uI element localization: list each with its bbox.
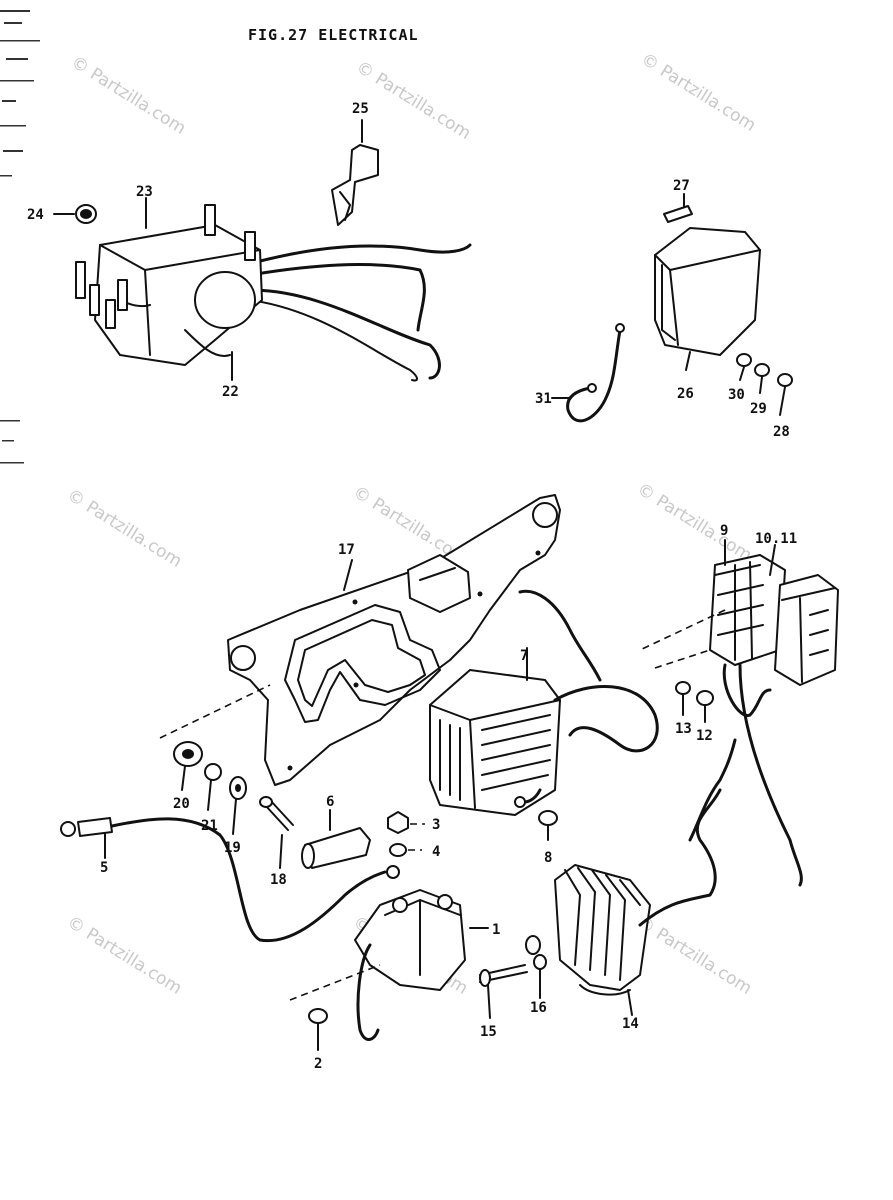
alignment-lines [159,609,726,1001]
parts-15-16-bolt [479,935,547,1019]
parts-3-4-nuts [387,811,425,857]
callout-10-11: 10.11 [755,531,797,547]
diagram-title: FIG.27 ELECTRICAL [248,26,419,44]
watermark: © Partzilla.com [67,52,189,138]
callout-24: 24 [27,207,44,223]
callout-26: 26 [677,386,694,402]
callout-20: 20 [173,796,190,812]
parts-28-30-fasteners [736,353,793,416]
part-6-boot [301,809,371,869]
callout-31: 31 [535,391,552,407]
callout-22: 22 [222,384,239,400]
part-8-screw [538,810,558,841]
callout-27: 27 [673,178,690,194]
part-24-cap [53,204,97,224]
part-7-regulator [429,647,659,816]
watermark: © Partzilla.com [352,57,474,143]
watermarks: © Partzilla.com © Partzilla.com © Partzi… [63,49,759,998]
callout-19: 19 [224,840,241,856]
part-17-mounting-plate [227,494,561,786]
parts-9-10-fuse-boxes [709,539,839,887]
callout-16: 16 [530,1000,547,1016]
watermark: © Partzilla.com [633,479,755,565]
callout-28: 28 [773,424,790,440]
scan-noise [0,10,40,464]
part-27-fuse [663,193,693,223]
ignition-coil-assembly [75,197,472,382]
callout-15: 15 [480,1024,497,1040]
part-31-lead-wire [551,323,625,423]
callout-7: 7 [520,648,528,664]
watermark: © Partzilla.com [637,49,759,135]
part-2-screw [308,1008,328,1051]
callout-1: 1 [492,922,500,938]
callout-13: 13 [675,721,692,737]
callout-3: 3 [432,817,440,833]
watermark: © Partzilla.com [63,485,185,571]
part-25-bracket [331,119,379,226]
parts-19-21-grommet [173,741,247,835]
callout-29: 29 [750,401,767,417]
part-18-bolt [259,796,294,869]
watermark: © Partzilla.com [633,912,755,998]
callout-5: 5 [100,860,108,876]
callout-14: 14 [622,1016,639,1032]
callout-17: 17 [338,542,355,558]
callout-6: 6 [326,794,334,810]
callout-labels: 25 23 24 22 27 26 30 29 28 31 17 9 10.11… [27,101,797,1072]
part-26-relay [654,227,761,371]
parts-12-13-fasteners [675,681,714,723]
callout-8: 8 [544,850,552,866]
callout-21: 21 [201,818,218,834]
callout-18: 18 [270,872,287,888]
callout-25: 25 [352,101,369,117]
part-5-battery-lead [60,817,400,943]
callout-4: 4 [432,844,440,860]
callout-30: 30 [728,387,745,403]
callout-9: 9 [720,523,728,539]
callout-23: 23 [136,184,153,200]
plate-wire [518,589,602,682]
callout-12: 12 [696,728,713,744]
part-1-starter-relay [354,889,489,1041]
part-14-rectifier [554,738,737,1016]
watermark: © Partzilla.com [63,912,185,998]
callout-2: 2 [314,1056,322,1072]
